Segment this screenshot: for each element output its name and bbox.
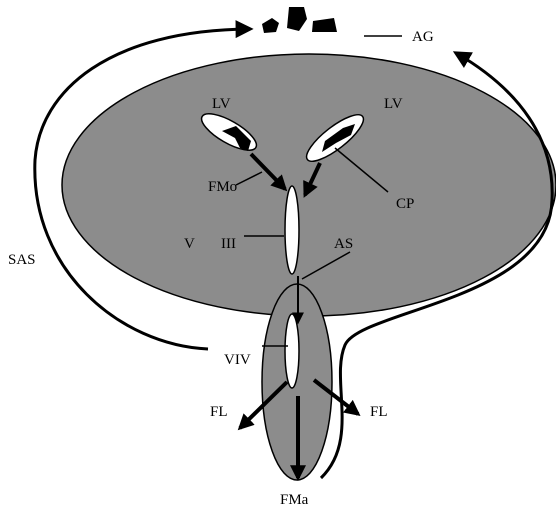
label-as: AS: [334, 236, 353, 252]
label-iii: III: [221, 236, 236, 252]
label-v: V: [184, 236, 195, 252]
label-sas: SAS: [8, 252, 36, 268]
label-fl-left: FL: [210, 404, 228, 420]
label-fmo: FMo: [208, 179, 237, 195]
granulation-right: [312, 18, 337, 32]
granulation-middle: [287, 7, 307, 31]
granulation-left: [262, 18, 279, 33]
label-cp: CP: [396, 196, 414, 212]
label-ag: AG: [412, 29, 434, 45]
third-ventricle: [285, 186, 299, 274]
fourth-ventricle: [285, 314, 299, 388]
label-fma: FMa: [280, 492, 309, 508]
label-viv: VIV: [224, 352, 251, 368]
label-fl-right: FL: [370, 404, 388, 420]
arachnoid-granulations: [262, 7, 337, 33]
label-lv-right: LV: [384, 96, 403, 112]
label-lv-left: LV: [212, 96, 231, 112]
